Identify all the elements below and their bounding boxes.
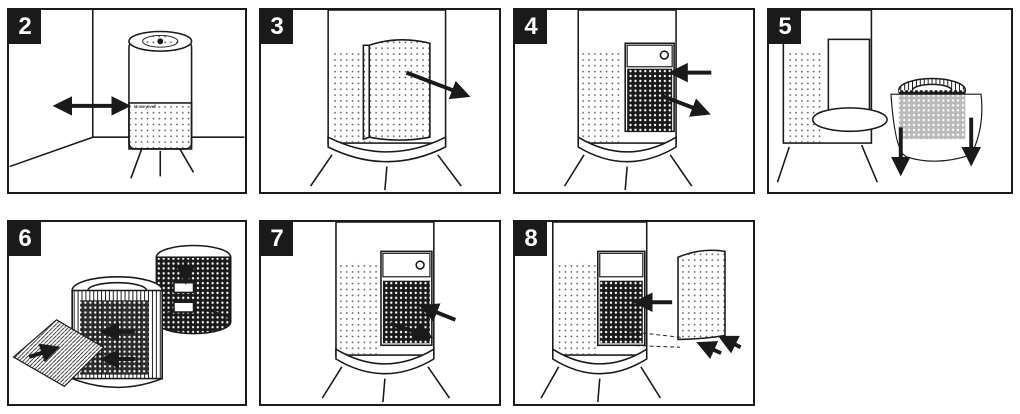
step-8-panel: 8 (513, 220, 755, 406)
step-5-panel: 5 (767, 8, 1013, 194)
brand-logo: Honeywell (134, 104, 157, 110)
old-filter-in-bag (890, 77, 983, 162)
step-7-illustration (321, 222, 457, 403)
step-3-panel: 3 (259, 8, 501, 194)
step-6-illustration (12, 244, 232, 389)
remove-cover-arrow (405, 70, 471, 100)
remove-filter-arrow (661, 94, 711, 117)
step-4-panel: 4 (513, 8, 755, 194)
air-purifier: Honeywell (128, 30, 195, 179)
step-7-panel: 7 (259, 220, 501, 406)
carbon-prefilter-roll (155, 244, 232, 335)
front-cover (362, 39, 431, 141)
wrap-arrow-1 (28, 343, 61, 363)
step-number-badge: 5 (769, 10, 801, 44)
step-6-panel: 6 (7, 220, 247, 406)
front-cover (677, 249, 726, 341)
step-number-badge: 6 (9, 222, 41, 256)
step-8-illustration (540, 222, 742, 403)
step-4-illustration (563, 10, 712, 191)
tab-arrow-2 (717, 335, 742, 354)
filter (627, 68, 673, 132)
step-number-badge: 3 (261, 10, 293, 44)
step-5-illustration (776, 10, 983, 183)
insert-filter-arrow (418, 303, 457, 322)
plastic-bag (890, 93, 983, 162)
step-number-badge: 7 (261, 222, 293, 256)
step-3-illustration (309, 10, 471, 191)
tab-arrow-1 (696, 341, 722, 360)
step-number-badge: 2 (9, 10, 41, 44)
step-2-illustration: Honeywell (9, 10, 245, 179)
step-2-panel: 2 Honeywell (7, 8, 247, 194)
step-number-badge: 4 (515, 10, 547, 44)
step-number-badge: 8 (515, 222, 547, 256)
